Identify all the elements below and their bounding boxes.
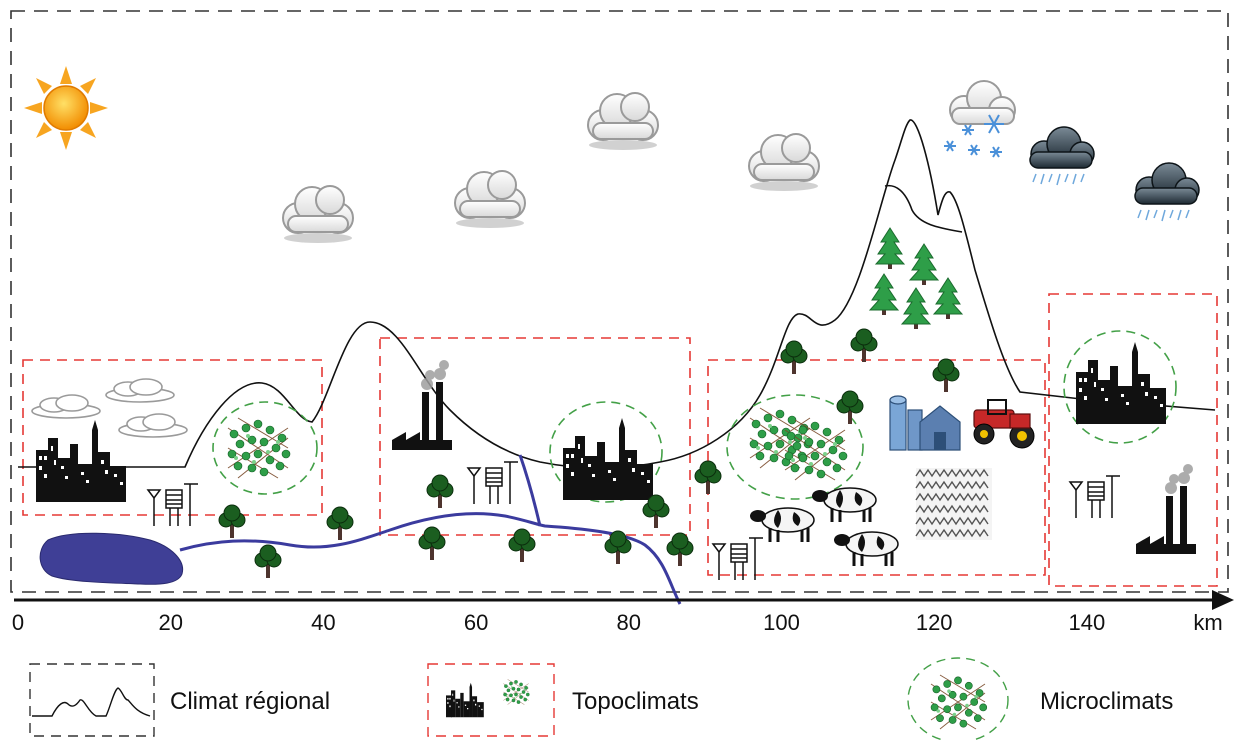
factory-icon bbox=[1136, 464, 1196, 554]
tree-icon bbox=[418, 526, 446, 561]
microclimate-circles bbox=[212, 330, 1177, 503]
river-icon bbox=[518, 454, 542, 527]
vegetation-patch-icon bbox=[930, 674, 988, 730]
tree-icon bbox=[850, 328, 878, 363]
axis-arrow-icon bbox=[1212, 590, 1234, 610]
weather-station-icon bbox=[712, 537, 764, 581]
tractor-icon bbox=[973, 399, 1035, 449]
pine-icon bbox=[933, 277, 963, 320]
regional-climate-border bbox=[10, 10, 1229, 593]
terrain-profile bbox=[18, 119, 1216, 469]
legend-item-regional: Climat régional bbox=[29, 663, 330, 737]
lake-icon bbox=[39, 532, 184, 585]
axis-tick-label: 0 bbox=[12, 610, 24, 635]
cow-icon bbox=[748, 506, 816, 544]
weather-station-icon bbox=[467, 461, 519, 505]
river-icon bbox=[179, 512, 682, 605]
axis-tick-label: 140 bbox=[1069, 610, 1106, 635]
tree-icon bbox=[426, 474, 454, 509]
topoclimate-box-4 bbox=[1048, 293, 1218, 587]
snow-line bbox=[884, 184, 963, 233]
tree-icon bbox=[694, 460, 722, 495]
legend-label-regional: Climat régional bbox=[170, 688, 330, 715]
pine-icon bbox=[875, 227, 905, 270]
barn-silo-icon bbox=[889, 395, 961, 451]
tree-icon bbox=[326, 506, 354, 541]
legend-label-topo: Topoclimats bbox=[572, 688, 699, 715]
topoclimate-box-3 bbox=[707, 359, 1046, 576]
axis-tick-label: 20 bbox=[158, 610, 182, 635]
axis-tick-label: 100 bbox=[763, 610, 800, 635]
city-icon bbox=[446, 682, 484, 718]
city-icon bbox=[36, 420, 126, 502]
tree-icon bbox=[836, 390, 864, 425]
tree-icon bbox=[508, 528, 536, 563]
topo-legend-symbol bbox=[427, 663, 555, 737]
tree-icon bbox=[780, 340, 808, 375]
axis-tick-label: 80 bbox=[617, 610, 641, 635]
city-icon bbox=[563, 418, 653, 500]
cloud-icon bbox=[105, 378, 175, 403]
snow-cloud-icon bbox=[944, 80, 1016, 158]
cloud-icon bbox=[587, 92, 659, 151]
rain-cloud-icon bbox=[1029, 126, 1095, 186]
cloud-icon bbox=[118, 413, 188, 438]
vegetation-patch-icon bbox=[227, 417, 291, 479]
legend-item-topo: Topoclimats bbox=[427, 663, 699, 737]
cloud-icon bbox=[748, 133, 820, 192]
weather-station-icon bbox=[147, 483, 199, 527]
sun-icon bbox=[24, 66, 108, 150]
microclimate-circle-2 bbox=[549, 401, 663, 503]
axis-tick-label: 60 bbox=[464, 610, 488, 635]
pine-icon bbox=[901, 287, 931, 330]
cloud-icon bbox=[282, 185, 354, 244]
crop-field-icon bbox=[915, 468, 992, 540]
tree-icon bbox=[604, 530, 632, 565]
terrain-mini-icon bbox=[32, 687, 151, 717]
microclimate-circle-4 bbox=[1063, 330, 1177, 444]
vegetation-patch-icon bbox=[503, 679, 530, 705]
topoclimate-box-1 bbox=[22, 359, 323, 516]
pine-icon bbox=[869, 273, 899, 316]
micro-legend-symbol bbox=[907, 657, 1009, 740]
legend-item-micro: Microclimats bbox=[907, 657, 1173, 740]
cow-icon bbox=[810, 486, 878, 524]
tree-icon bbox=[932, 358, 960, 393]
topoclimate-boxes bbox=[22, 293, 1218, 587]
cloud-icon bbox=[31, 394, 101, 419]
topoclimate-box-2 bbox=[379, 337, 691, 536]
legend: Climat régional Topoclimats Microclimats bbox=[29, 657, 1173, 740]
tree-icon bbox=[666, 532, 694, 567]
regional-legend-symbol bbox=[29, 663, 155, 737]
rain-cloud-icon bbox=[1134, 162, 1200, 222]
distance-axis: 0 20 40 60 80 100 120 140 km bbox=[12, 590, 1234, 635]
tree-icon bbox=[218, 504, 246, 539]
legend-label-micro: Microclimats bbox=[1040, 688, 1173, 715]
pines bbox=[869, 227, 963, 330]
cloud-icon bbox=[454, 170, 526, 229]
tree-icon bbox=[254, 544, 282, 579]
microclimate-circle-1 bbox=[212, 401, 318, 495]
microclimate-circle-3 bbox=[726, 394, 864, 500]
weather-station-icon bbox=[1069, 475, 1121, 519]
cow-icon bbox=[832, 530, 900, 568]
pine-icon bbox=[909, 243, 939, 286]
axis-tick-label: 40 bbox=[311, 610, 335, 635]
axis-unit-label: km bbox=[1193, 610, 1222, 635]
city-icon bbox=[1076, 342, 1166, 424]
axis-tick-label: 120 bbox=[916, 610, 953, 635]
